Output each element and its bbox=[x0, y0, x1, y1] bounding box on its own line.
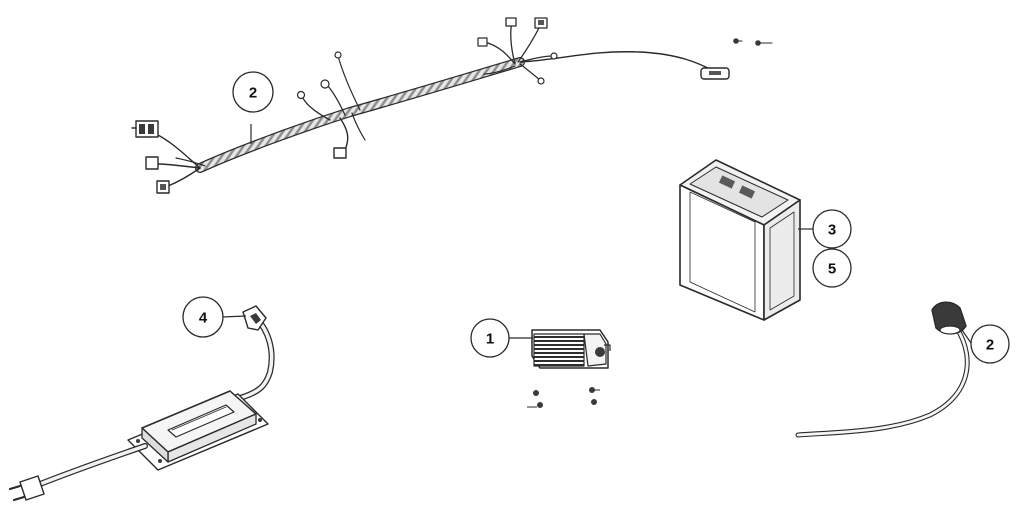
callout-harness: 2 bbox=[232, 71, 274, 113]
svg-text:5: 5 bbox=[828, 261, 836, 278]
screw-reg-c bbox=[589, 387, 600, 393]
charger-output-plug bbox=[242, 305, 267, 331]
connector-left-low bbox=[156, 180, 170, 194]
screw-reg-b bbox=[527, 402, 543, 408]
svg-text:4: 4 bbox=[199, 310, 208, 327]
battery bbox=[679, 159, 801, 321]
harness-end-plug bbox=[700, 67, 730, 80]
callout-battery-b: 5 bbox=[812, 248, 852, 288]
callout-regulator: 1 bbox=[470, 318, 510, 358]
callout-battery-a: 3 bbox=[812, 209, 852, 249]
ring-terminal-d bbox=[550, 52, 558, 60]
ring-terminal-a bbox=[296, 90, 306, 100]
callout-lead: 2 bbox=[970, 324, 1010, 364]
regulator-screws bbox=[527, 387, 600, 408]
lead-cap bbox=[931, 301, 967, 335]
svg-text:1: 1 bbox=[486, 331, 494, 348]
callout-charger: 4 bbox=[182, 296, 224, 338]
connector-left-mid bbox=[145, 156, 159, 170]
ring-terminal-b bbox=[320, 79, 330, 89]
connector-right-left bbox=[477, 37, 488, 47]
battery-charger bbox=[8, 305, 275, 502]
connector-mid-low bbox=[333, 147, 347, 159]
leader-charger bbox=[221, 315, 247, 318]
ring-terminal-c bbox=[334, 51, 342, 59]
leader-lines bbox=[221, 124, 972, 344]
leader-lead bbox=[961, 329, 972, 344]
regulator bbox=[531, 329, 611, 369]
svg-text:2: 2 bbox=[986, 337, 994, 354]
screw-reg-d bbox=[591, 399, 597, 405]
connector-right-top bbox=[534, 17, 548, 29]
svg-text:2: 2 bbox=[249, 85, 257, 102]
lead-wire bbox=[795, 301, 970, 438]
ring-terminal-e bbox=[537, 77, 545, 85]
screw-top-b bbox=[755, 40, 773, 46]
screw-reg-a bbox=[533, 390, 539, 396]
wiring-harness bbox=[131, 17, 773, 194]
connector-left-top bbox=[131, 120, 159, 138]
charger-wall-plug bbox=[8, 475, 45, 502]
connector-right-top-2 bbox=[505, 17, 517, 27]
screw-top-a bbox=[733, 38, 743, 44]
svg-text:3: 3 bbox=[828, 222, 836, 239]
